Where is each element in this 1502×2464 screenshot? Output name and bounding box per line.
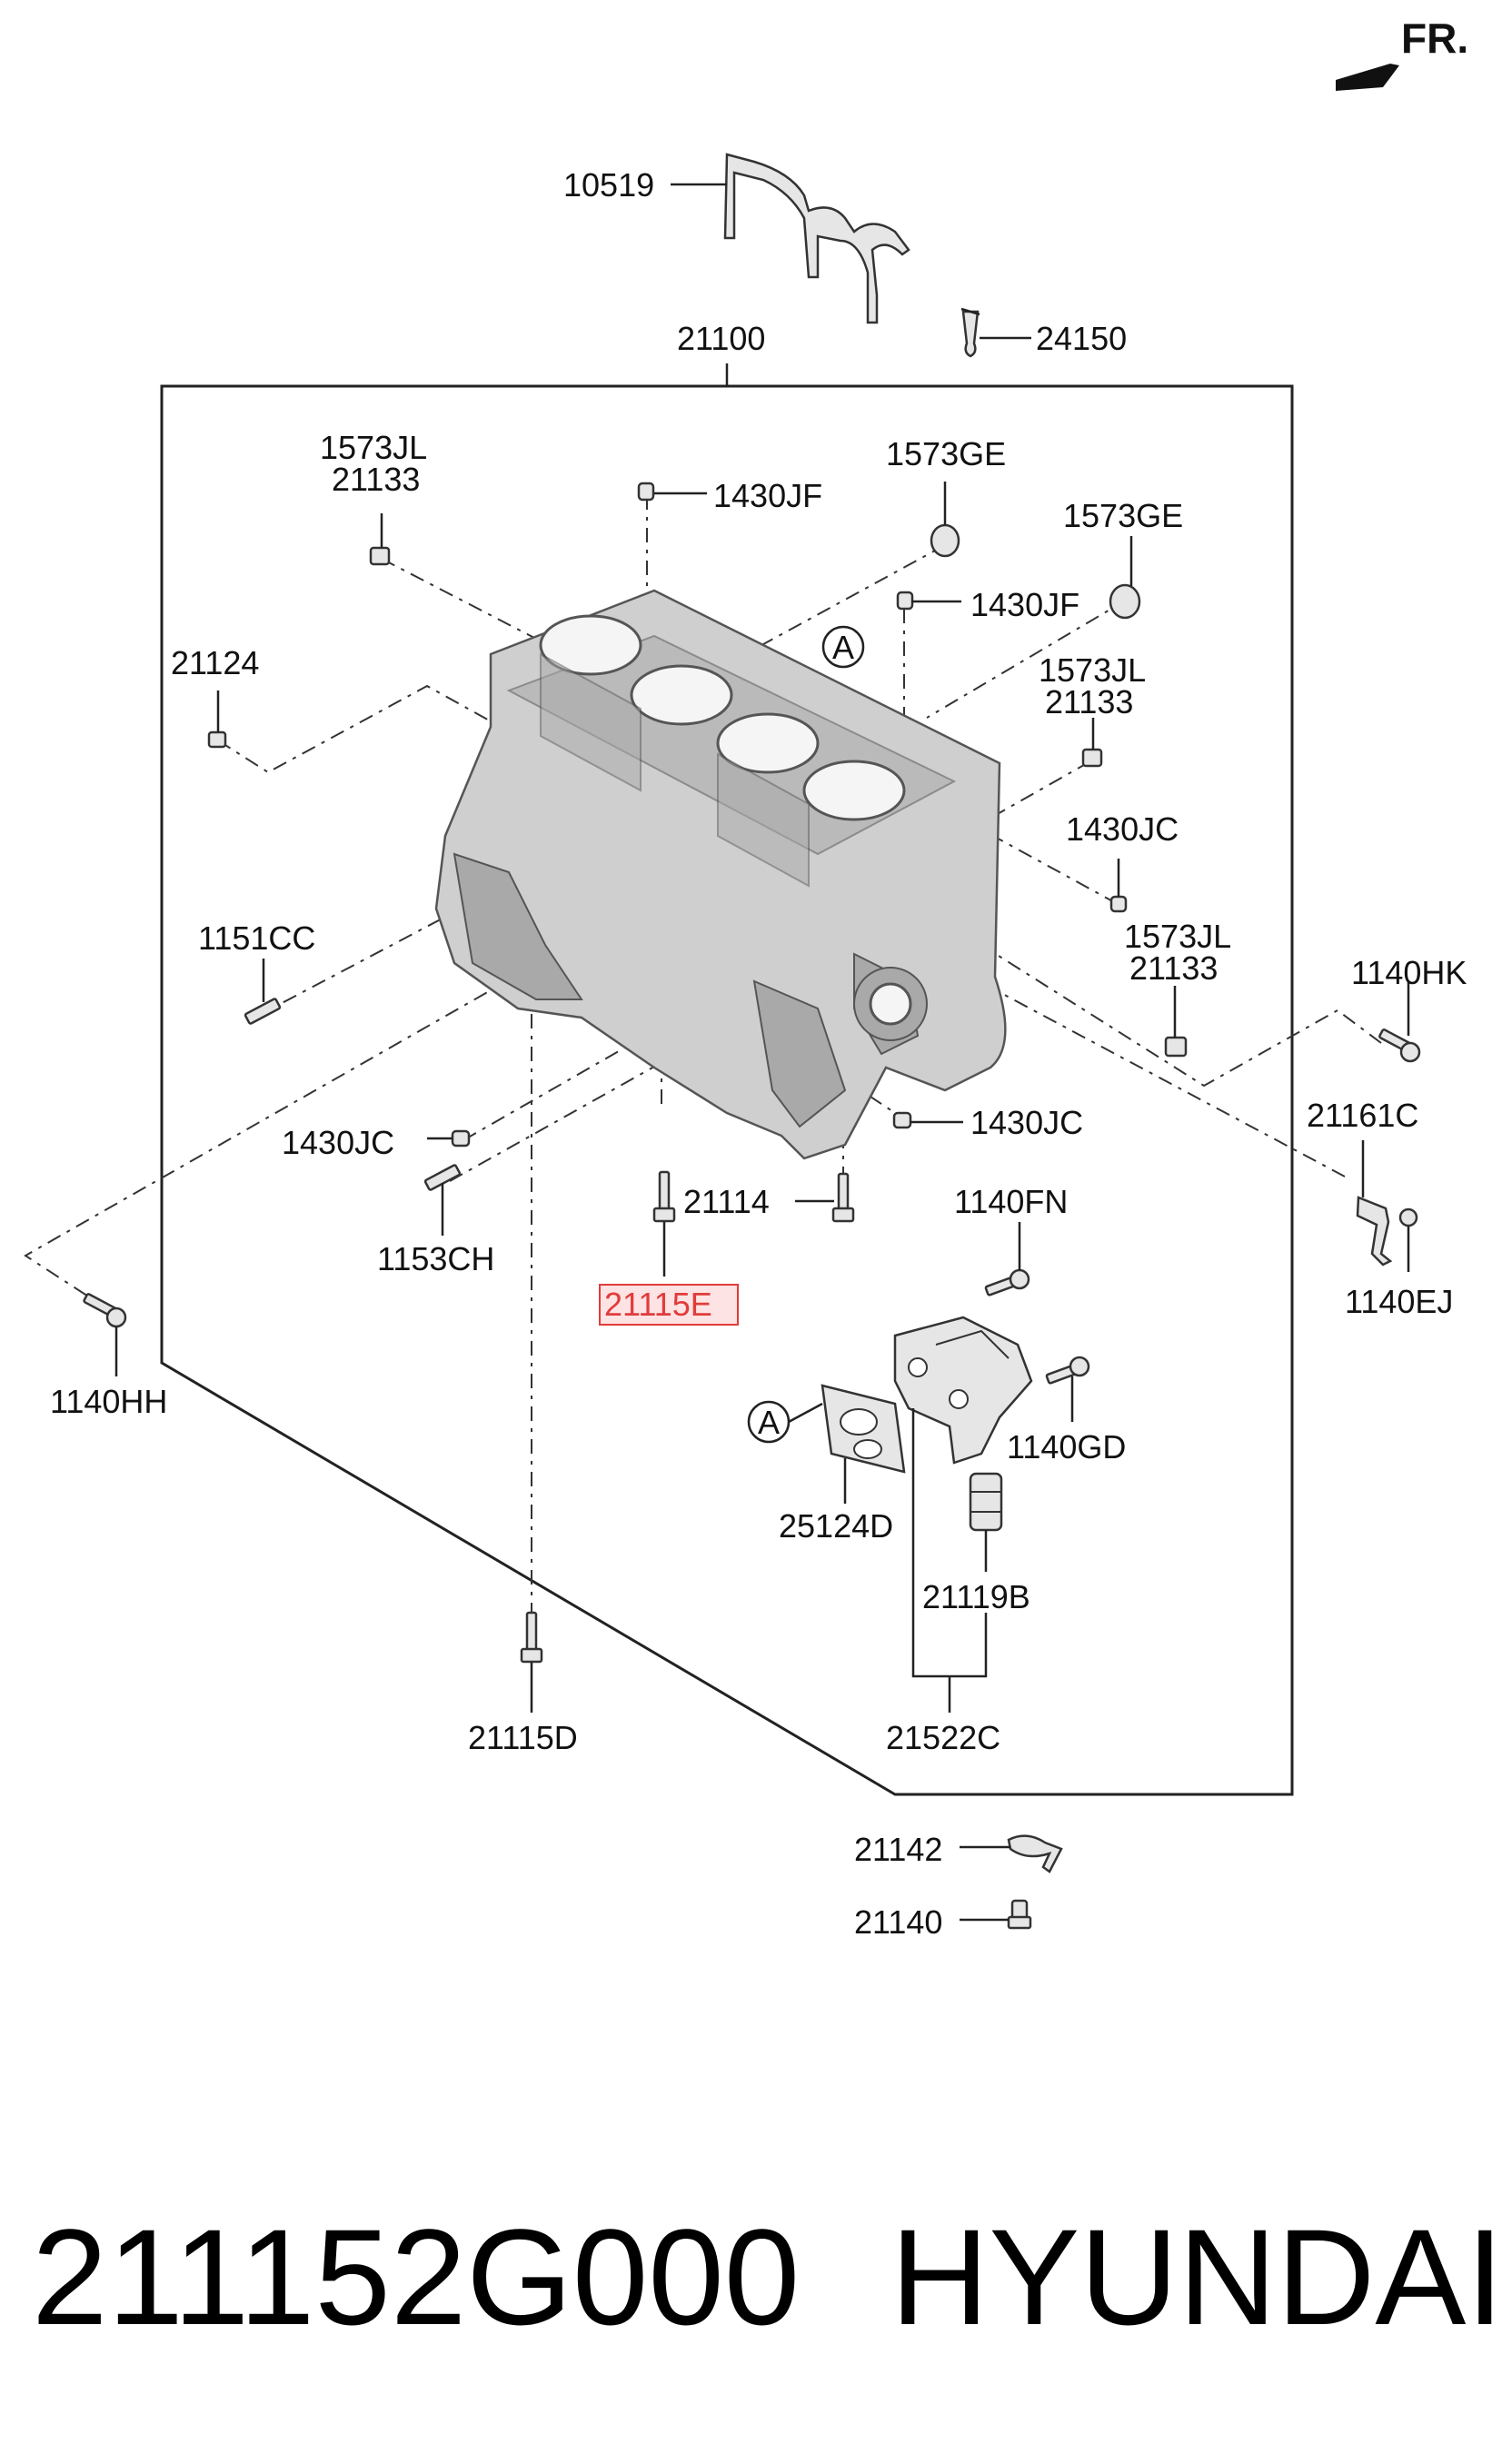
part-1430jc-dowel-3 xyxy=(892,1111,912,1129)
callout-a-block-letter: A xyxy=(832,629,854,666)
label-21119b: 21119B xyxy=(922,1578,1030,1615)
cylinder-bore-1 xyxy=(539,614,642,676)
footer-part-number: 211152G000 xyxy=(32,2201,800,2353)
label-21133-3: 21133 xyxy=(1129,949,1218,987)
label-1573jl-3: 1573JL xyxy=(1124,918,1231,955)
part-1430jf-dowel-1 xyxy=(637,482,655,502)
part-21115e-bolt xyxy=(652,1170,676,1223)
label-1140fn: 1140FN xyxy=(954,1183,1068,1220)
cylinder-bore-2 xyxy=(630,664,733,726)
part-1430jc-dowel-1 xyxy=(1109,895,1128,913)
label-1430jc-1: 1430JC xyxy=(1066,810,1179,848)
part-1573ge-cup-2 xyxy=(1109,583,1141,620)
part-1153ch-stud xyxy=(423,1164,462,1191)
label-1140gd: 1140GD xyxy=(1007,1428,1126,1465)
label-24150: 24150 xyxy=(1036,320,1127,357)
label-1140hh: 1140HH xyxy=(50,1383,167,1420)
highlight-box-21115e xyxy=(599,1284,739,1326)
callout-a-housing-letter: A xyxy=(758,1404,780,1441)
label-21114: 21114 xyxy=(683,1183,770,1220)
part-21142-washer xyxy=(1007,1834,1063,1873)
part-24150-sensor xyxy=(960,307,980,358)
part-1140hk-bolt xyxy=(1378,1028,1421,1063)
part-1573ge-cup-1 xyxy=(930,523,960,558)
part-1140gd-bolt xyxy=(1045,1356,1090,1385)
callout-a-housing: A xyxy=(747,1400,791,1444)
part-21124-dowel xyxy=(207,730,227,749)
label-1573ge-1: 1573GE xyxy=(886,435,1006,472)
part-21119b-filter xyxy=(969,1472,1003,1532)
part-1430jc-dowel-2 xyxy=(451,1129,471,1148)
label-21522c: 21522C xyxy=(886,1719,1000,1756)
footer-brand: HYUNDAI xyxy=(890,2201,1502,2353)
front-arrow-icon xyxy=(1336,64,1399,91)
label-1430jf-2: 1430JF xyxy=(970,586,1079,623)
assembly-frame xyxy=(160,384,1294,1796)
part-1151cc-stud xyxy=(244,998,282,1025)
label-1430jf-1: 1430JF xyxy=(713,477,822,514)
cylinder-bore-3 xyxy=(716,712,820,774)
part-21115d-bolt xyxy=(520,1611,543,1664)
label-10519: 10519 xyxy=(563,166,654,204)
part-labels: 1573JL 21133 1430JF 1573GE 1573GE 1430JF… xyxy=(50,429,1467,1941)
part-21522c-housing xyxy=(893,1316,1033,1465)
label-1430jc-2: 1430JC xyxy=(282,1124,394,1161)
front-direction-marker: FR. xyxy=(1336,15,1468,91)
front-label: FR. xyxy=(1401,15,1468,62)
part-1430jf-dowel-2 xyxy=(896,591,914,611)
part-1140hh-bolt xyxy=(83,1293,127,1328)
label-21133-2: 21133 xyxy=(1045,683,1133,720)
label-1140hk: 1140HK xyxy=(1351,954,1467,991)
cylinder-bore-4 xyxy=(802,760,906,821)
label-1153ch: 1153CH xyxy=(377,1240,494,1277)
label-1573jl-1: 1573JL xyxy=(320,429,427,466)
leader-lines xyxy=(114,482,1410,1713)
label-25124d: 25124D xyxy=(779,1507,893,1545)
label-21133-1: 21133 xyxy=(332,461,420,498)
part-21114-bolt xyxy=(831,1172,855,1223)
part-1573jl-plug-3 xyxy=(1164,1036,1188,1058)
part-1140fn-bolt xyxy=(984,1268,1030,1297)
label-1140ej: 1140EJ xyxy=(1345,1283,1453,1320)
leader-callout-a xyxy=(788,1402,823,1424)
engine-block-illustration xyxy=(434,589,1007,1160)
label-21161c: 21161C xyxy=(1307,1097,1418,1134)
label-1151cc: 1151CC xyxy=(198,919,315,957)
label-1573jl-2: 1573JL xyxy=(1039,651,1146,689)
part-10519-cover-gasket xyxy=(723,153,910,324)
label-1573ge-2: 1573GE xyxy=(1063,497,1183,534)
label-21115d: 21115D xyxy=(468,1719,578,1756)
part-1573jl-plug-1 xyxy=(369,546,391,566)
label-21100: 21100 xyxy=(677,320,765,357)
part-25124d-gasket xyxy=(821,1384,906,1474)
label-21142: 21142 xyxy=(854,1831,942,1868)
callout-a-block: A xyxy=(821,625,865,669)
label-21140: 21140 xyxy=(854,1903,942,1941)
label-1430jc-3: 1430JC xyxy=(970,1104,1083,1141)
label-21115e: 21115E xyxy=(604,1286,712,1323)
part-21161c-bracket xyxy=(1356,1196,1418,1267)
part-1573jl-plug-2 xyxy=(1081,748,1103,768)
part-21140-drain-plug xyxy=(1007,1899,1032,1930)
label-21124: 21124 xyxy=(171,644,259,681)
